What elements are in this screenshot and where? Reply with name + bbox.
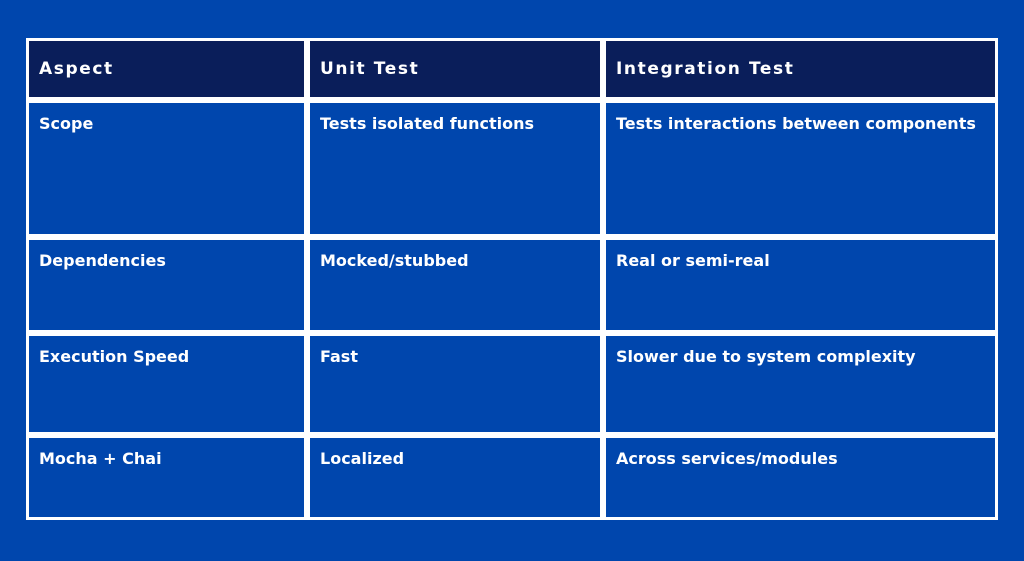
table-header-cell: Aspect bbox=[26, 38, 307, 100]
table-cell: Execution Speed bbox=[26, 333, 307, 435]
table-cell: Mocha + Chai bbox=[26, 435, 307, 520]
table-cell: Fast bbox=[307, 333, 603, 435]
table-cell: Mocked/stubbed bbox=[307, 237, 603, 333]
table-cell: Real or semi-real bbox=[603, 237, 998, 333]
table-cell: Localized bbox=[307, 435, 603, 520]
table-cell: Dependencies bbox=[26, 237, 307, 333]
comparison-table: Aspect Unit Test Integration Test Scope … bbox=[26, 38, 998, 520]
table-cell: Slower due to system complexity bbox=[603, 333, 998, 435]
table-header-cell: Unit Test bbox=[307, 38, 603, 100]
table-cell: Tests isolated functions bbox=[307, 100, 603, 237]
table-header-cell: Integration Test bbox=[603, 38, 998, 100]
table-cell: Across services/modules bbox=[603, 435, 998, 520]
table-cell: Tests interactions between components bbox=[603, 100, 998, 237]
table-cell: Scope bbox=[26, 100, 307, 237]
